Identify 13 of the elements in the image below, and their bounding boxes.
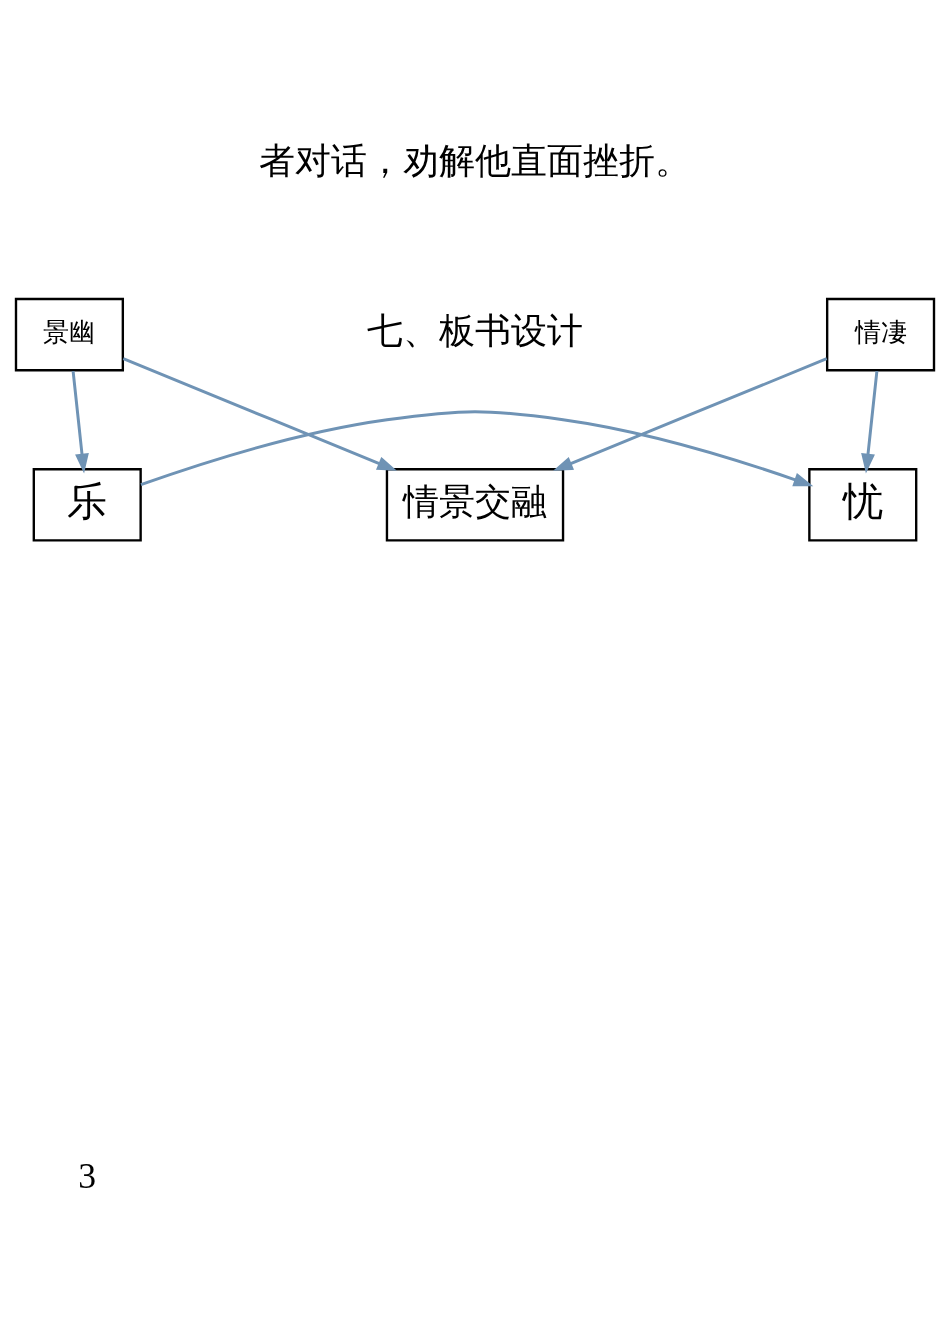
arrow <box>71 370 89 474</box>
node-box: 情凄 <box>826 297 936 372</box>
arrow <box>122 357 397 471</box>
node-box: 乐 <box>32 468 142 542</box>
arrow <box>861 370 879 474</box>
node-box: 情景交融 <box>385 468 565 542</box>
label: 3 <box>78 1156 97 1197</box>
label: 者对话，劝解他直面挫折。 <box>259 141 691 182</box>
arrow <box>140 410 814 487</box>
node-box: 景幽 <box>14 297 124 372</box>
arrow <box>553 357 828 471</box>
node-box: 忧 <box>808 468 918 542</box>
label: 七、板书设计 <box>367 311 583 352</box>
